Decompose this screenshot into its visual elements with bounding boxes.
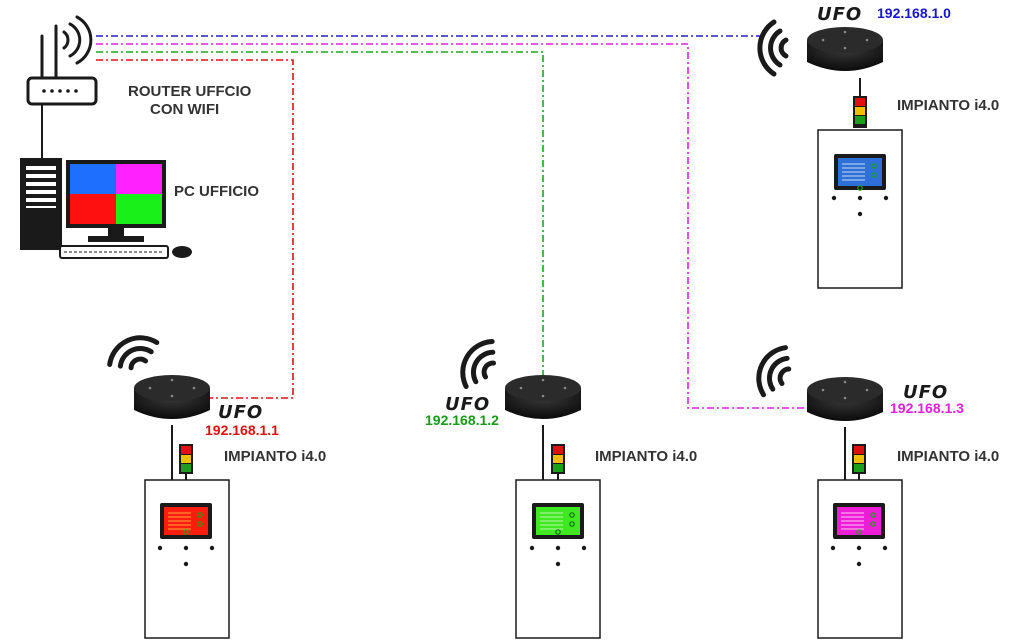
wifi-icon [460,338,497,390]
node-1: UFO 192.168.1.1 IMPIANTO i4.0 [107,335,326,639]
signal-tower-icon [179,444,193,474]
node-ip: 192.168.1.1 [205,422,279,438]
node-ip: 192.168.1.3 [890,400,964,416]
plant-label: IMPIANTO i4.0 [224,448,326,465]
signal-tower-icon [551,444,565,474]
node-0: UFO 192.168.1.0 IMPIANTO i4.0 [757,4,999,289]
ufo-device-icon [134,375,210,419]
pc-label: PC UFFICIO [174,183,259,200]
ufo-device-icon [807,377,883,421]
router-label-line1: ROUTER UFFCIO [128,83,252,100]
router-antenna-icon [40,15,93,80]
pc-screen-q4 [116,194,162,224]
router-body-icon [26,76,98,106]
pc-screen-q1 [70,164,116,194]
pc-screen-q2 [116,164,162,194]
plant-cabinet-icon [515,479,601,639]
wifi-icon [757,19,789,77]
router-led-icons [42,89,78,93]
ufo-logo: UFO [817,4,862,25]
ufo-device-icon [807,27,883,71]
plant-label: IMPIANTO i4.0 [595,448,697,465]
plant-cabinet-icon [817,479,903,639]
connection-lines [96,35,806,409]
ufo-logo: UFO [218,402,263,423]
router-label-line2: CON WIFI [150,101,219,118]
node-2: UFO 192.168.1.2 IMPIANTO i4.0 [425,338,697,639]
signal-tower-icon [852,444,866,474]
wifi-icon [107,335,160,371]
ufo-logo: UFO [445,394,490,415]
plant-cabinet-icon [144,479,230,639]
pc-keyboard-icon [59,245,169,259]
connection-line-node-1 [96,59,294,399]
connection-line-node-2 [96,51,544,386]
router: ROUTER UFFCIO CON WIFI [26,15,252,160]
wifi-icon [756,345,792,398]
node-ip: 192.168.1.0 [877,5,951,21]
pc: PC UFFICIO [20,158,259,259]
node-ip: 192.168.1.2 [425,412,499,428]
pc-screen-q3 [70,194,116,224]
pc-tower-icon [20,158,62,250]
signal-tower-icon [853,96,867,128]
pc-monitor-icon [66,160,166,242]
connection-line-node-3 [96,43,806,409]
ufo-device-icon [505,375,581,419]
ufo-logo: UFO [903,382,948,403]
pc-mouse-icon [172,246,192,258]
node-3: UFO 192.168.1.3 IMPIANTO i4.0 [756,345,999,639]
plant-label: IMPIANTO i4.0 [897,448,999,465]
plant-cabinet-icon [817,129,903,289]
plant-label: IMPIANTO i4.0 [897,97,999,114]
